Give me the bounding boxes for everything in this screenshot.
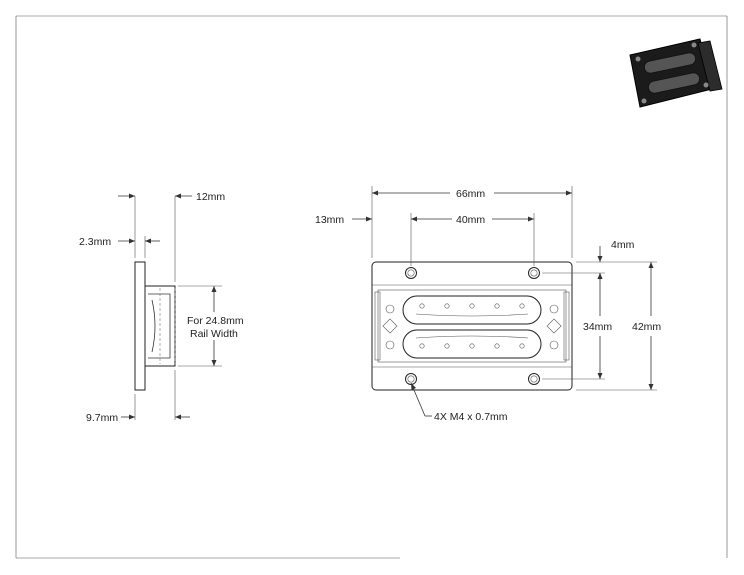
dim-rail-width: For 24.8mm Rail Width (187, 286, 244, 366)
label-66mm: 66mm (456, 188, 485, 200)
label-4mm: 4mm (611, 239, 635, 251)
mounting-holes (405, 267, 540, 385)
label-2-3mm: 2.3mm (79, 236, 111, 248)
label-34mm: 34mm (583, 321, 612, 333)
isometric-thumbnail (629, 38, 723, 108)
rail-note-line1: For 24.8mm (187, 315, 244, 327)
label-hole-callout: 4X M4 x 0.7mm (434, 411, 508, 423)
dim-66mm: 66mm (372, 188, 572, 200)
rail-note-line2: Rail Width (190, 328, 238, 340)
side-view (134, 196, 222, 420)
dim-9-7mm: 9.7mm (86, 412, 190, 424)
label-13mm: 13mm (315, 214, 344, 226)
drawing-frame (15, 15, 728, 559)
dim-13mm: 13mm (315, 214, 372, 226)
label-12mm: 12mm (196, 191, 225, 203)
dim-42mm: 42mm (632, 262, 661, 390)
dim-2-3mm: 2.3mm (79, 236, 160, 248)
label-40mm: 40mm (456, 214, 485, 226)
label-9-7mm: 9.7mm (86, 412, 118, 424)
dim-12mm: 12mm (118, 191, 225, 203)
slot-detail (415, 303, 529, 349)
label-42mm: 42mm (632, 321, 661, 333)
dim-40mm: 40mm (411, 214, 534, 226)
front-view (371, 186, 657, 391)
dim-4mm: 4mm (597, 239, 635, 280)
dim-34mm: 34mm (583, 273, 612, 379)
hole-callout: 4X M4 x 0.7mm (410, 382, 508, 423)
